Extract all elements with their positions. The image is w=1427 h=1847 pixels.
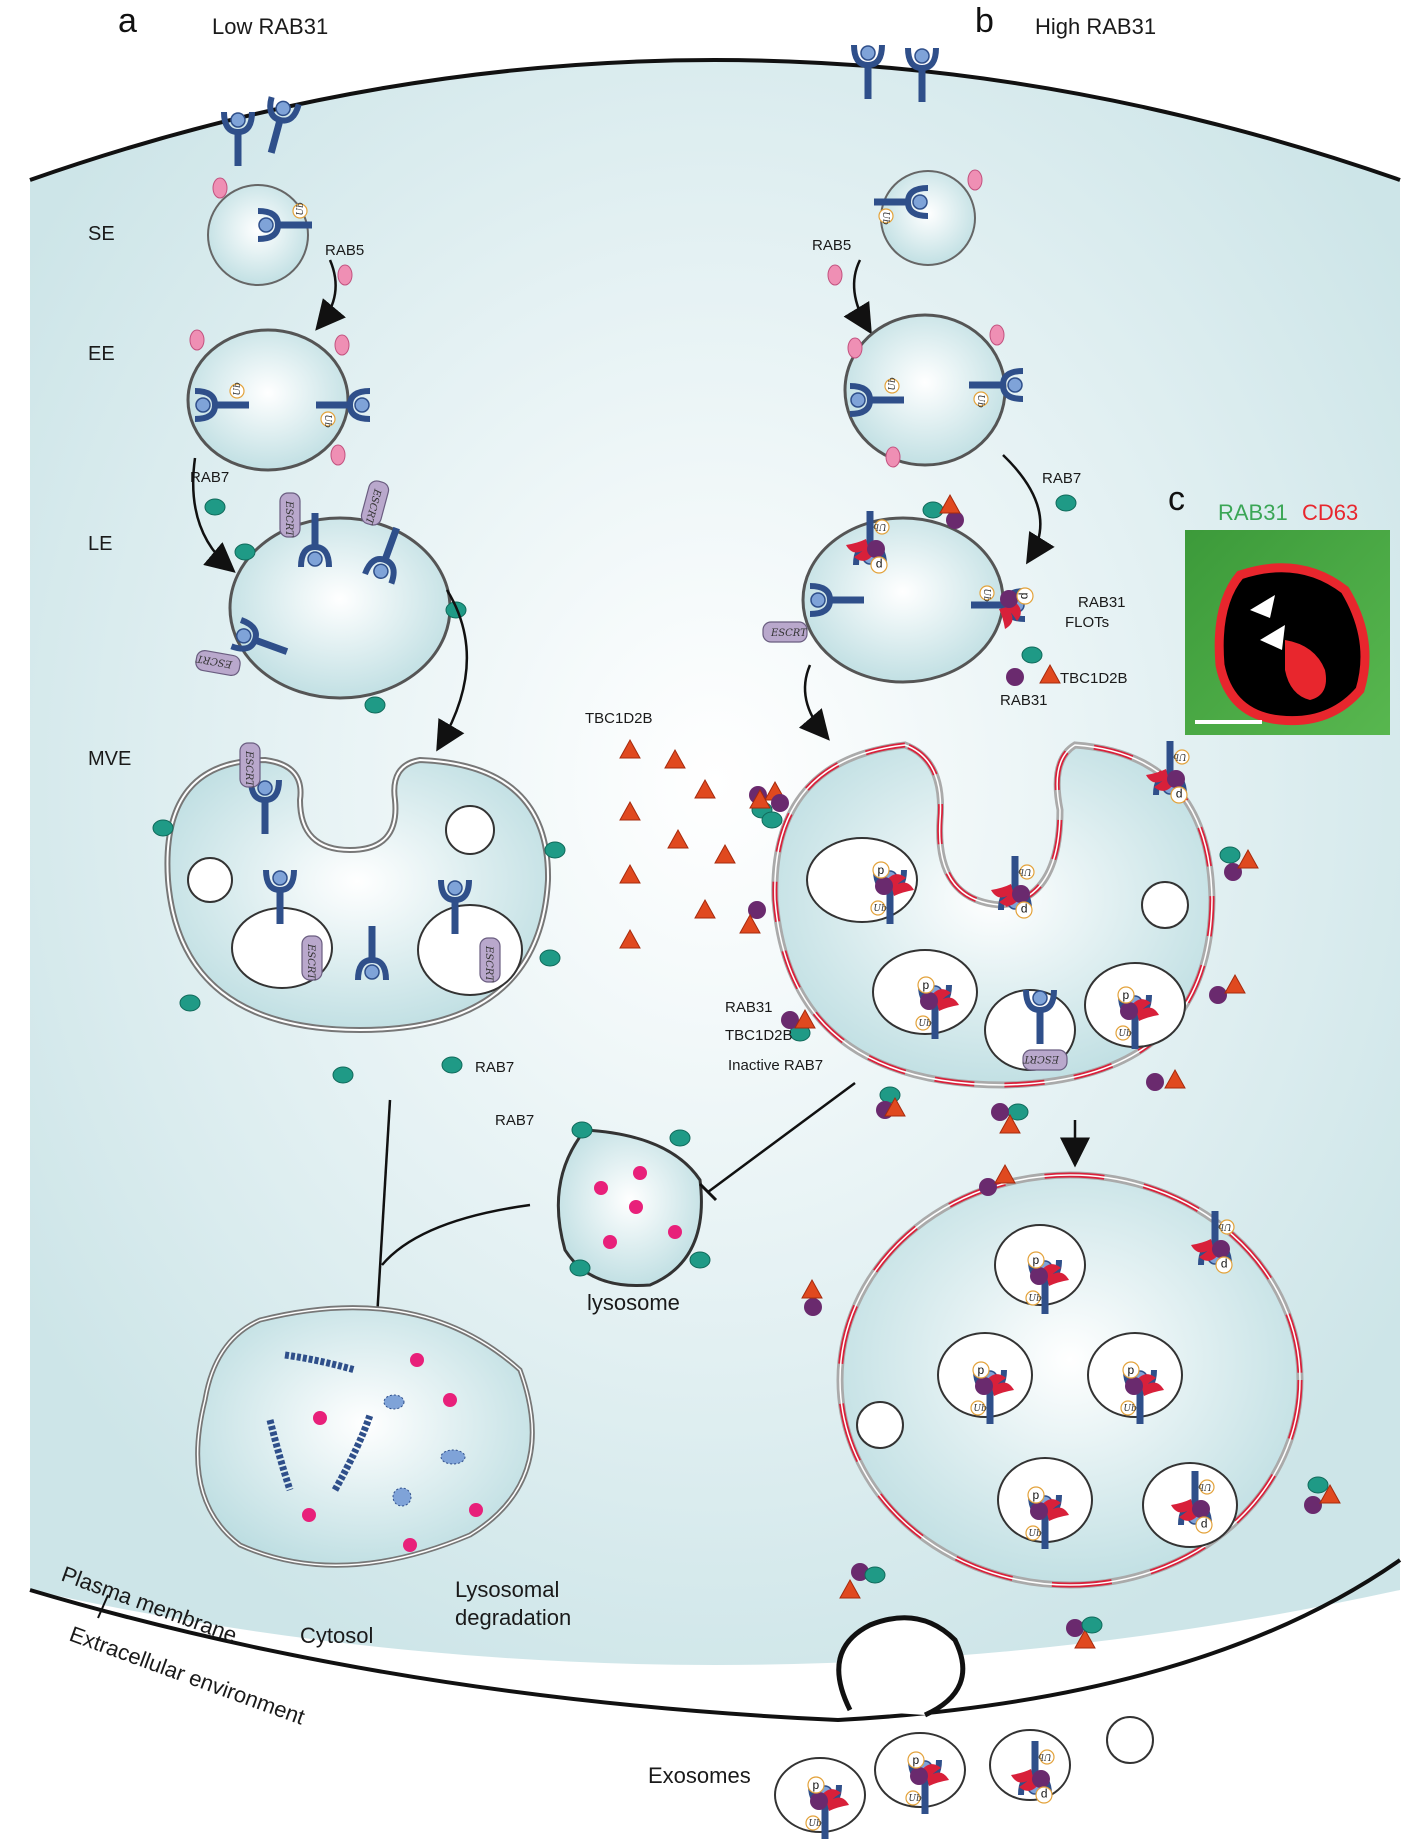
panel-b-letter: b [975,2,994,40]
label-lysosomal-degradation-1: Lysosomal [455,1577,559,1602]
label-cytosol: Cytosol [300,1623,373,1648]
panel-b-title: High RAB31 [1035,14,1156,39]
label-rab7-mve-a: RAB7 [475,1059,514,1076]
label-extracellular-environment: Extracellular environment [66,1621,308,1729]
label-rab31-key: RAB31 [725,999,773,1016]
panel-a-title: Low RAB31 [212,14,328,39]
late-endosome-b [762,494,1061,686]
label-lysosomal-degradation-2: degradation [455,1605,571,1630]
stage-ee: EE [88,343,115,365]
label-rab7-a: RAB7 [190,469,229,486]
mve-fusing-with-membrane [801,1164,1341,1649]
label-rab31-le2: RAB31 [1000,692,1048,709]
fluorescence-micrograph [1185,530,1390,735]
fusion-pore [836,1615,966,1718]
early-endosome-b [843,313,1023,468]
label-flots: FLOTs [1065,614,1109,631]
stage-mve: MVE [88,748,131,770]
degradative-lysosome [195,1305,535,1568]
sorting-endosome-b [827,169,983,286]
early-endosome-a [186,328,370,472]
label-rab5-a: RAB5 [325,242,364,259]
label-rab7-b: RAB7 [1042,470,1081,487]
label-inactive-rab7: Inactive RAB7 [728,1057,823,1074]
label-exosomes: Exosomes [648,1763,751,1788]
multivesicular-endosome-a [152,742,566,1084]
lysosome [556,1121,711,1288]
panel-c-legend-cd63: CD63 [1302,500,1358,525]
plasma-membrane-bottom [29,1558,1402,1723]
exosomes [774,1716,1154,1839]
label-lysosome: lysosome [587,1290,680,1315]
panel-a-letter: a [118,2,137,40]
label-rab31-le: RAB31 [1078,594,1126,611]
late-endosome-a [192,478,467,714]
stage-se: SE [88,223,115,245]
multivesicular-endosome-b [749,741,1259,1134]
stage-le: LE [88,533,112,555]
label-tbc1d2b-key: TBC1D2B [725,1027,793,1044]
panel-c-letter: c [1168,480,1185,518]
label-rab7-lysosome: RAB7 [495,1112,534,1129]
panel-c-legend-rab31: RAB31 [1218,500,1288,525]
label-tbc1d2b-free: TBC1D2B [585,710,653,727]
sorting-endosome-a [207,177,353,286]
label-tbc1d2b-le: TBC1D2B [1060,670,1128,687]
label-rab5-b: RAB5 [812,237,851,254]
